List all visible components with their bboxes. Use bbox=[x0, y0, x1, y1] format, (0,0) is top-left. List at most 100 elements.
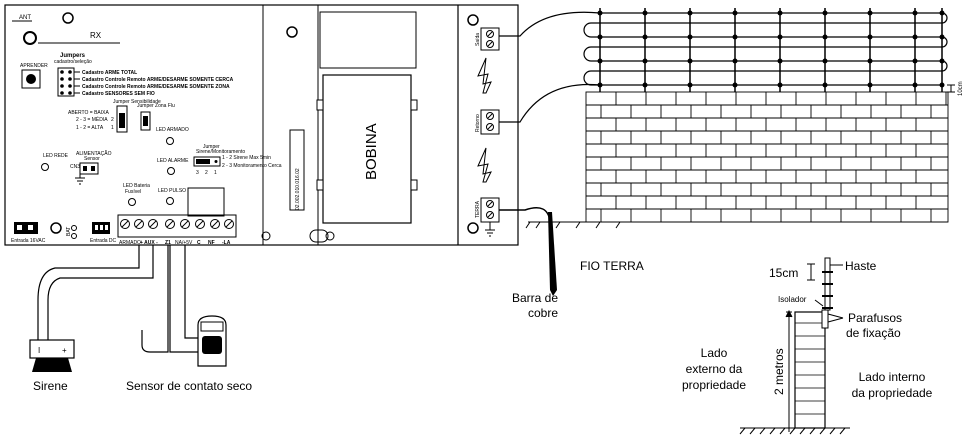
lado-interno-line1: Lado interno bbox=[859, 370, 926, 384]
led-armado-label: LED ARMADO bbox=[156, 127, 189, 133]
ground-symbol-icon bbox=[485, 222, 495, 237]
siren-jumper: Jumper Sirene/Monitoramento 1 - 2 Sirene… bbox=[193, 144, 282, 176]
terra-terminal: TERRA bbox=[475, 197, 500, 237]
copper-rod-icon bbox=[548, 212, 557, 296]
saida-label: Saída bbox=[475, 33, 481, 46]
parafusos-line1: Parafusos bbox=[848, 311, 902, 325]
post-detail: Haste 15cm Isolador Parafusos de fixação… bbox=[682, 257, 933, 435]
power-connector: ALIMENTAÇÃO Sensor CN3 bbox=[70, 150, 112, 185]
lado-externo-line2: externo da bbox=[686, 362, 743, 376]
siren-opt-1: 1 - 2 Sirene Max 5min bbox=[222, 155, 271, 161]
saida-terminal: Saída bbox=[475, 27, 500, 51]
brick-wall bbox=[585, 91, 949, 223]
dimension-10cm: 10cm bbox=[947, 81, 964, 96]
siren-icon bbox=[29, 339, 75, 359]
term-la: -LA bbox=[222, 240, 231, 246]
parafusos-line2: de fixação bbox=[846, 326, 901, 340]
mode-sensores-sem-fio: Cadastro SENSORES SEM FIO bbox=[82, 91, 155, 97]
pin-1: 1 bbox=[214, 170, 217, 176]
term-c: C bbox=[197, 240, 201, 246]
transformer: 02.002.010.016.02 BOBINA bbox=[261, 11, 418, 243]
entrada-16vac-label: Entrada 16VAC bbox=[11, 238, 46, 244]
led-rede-icon bbox=[41, 163, 49, 171]
led-rede-label: LED REDE bbox=[43, 153, 69, 159]
entrada-dc-label: Entrada DC bbox=[90, 238, 117, 244]
control-board bbox=[4, 4, 519, 246]
fusivel-label: Fusível bbox=[125, 189, 141, 195]
dois-metros-label: 2 metros bbox=[772, 348, 786, 395]
sens-level-media: 2 - 3 = MÉDIA bbox=[76, 116, 108, 123]
dim-15cm-label: 15cm bbox=[769, 266, 798, 280]
jumpers-block: Jumpers cadastro/seleção Cadastro ARME T… bbox=[54, 53, 234, 97]
fence-terminals: Saída Retorno TERRA bbox=[467, 14, 500, 237]
sens-level-baixa: ABERTO = BAIXA bbox=[68, 110, 109, 116]
isolador-label: Isolador bbox=[778, 295, 807, 304]
sirene-label: Sirene bbox=[33, 379, 68, 393]
led-bateria-label: LED Bateria bbox=[123, 183, 150, 189]
sensor-small-label: Sensor bbox=[84, 156, 100, 162]
pin-3: 3 bbox=[196, 170, 199, 176]
alimentacao-label: ALIMENTAÇÃO bbox=[76, 150, 112, 157]
cn3-connector-icon bbox=[79, 162, 99, 175]
battery-input: BAT bbox=[50, 222, 77, 239]
siren-jumper-sub: Sirene/Monitoramento bbox=[196, 149, 245, 155]
led-pulso: LED PULSO bbox=[158, 188, 186, 205]
sens-num-1: 1 bbox=[111, 125, 114, 131]
haste-label: Haste bbox=[845, 259, 877, 273]
sens-jumper-label: Jumper Sensibilidade bbox=[113, 99, 161, 105]
mount-hole-icon bbox=[261, 231, 271, 241]
transformer-housing bbox=[262, 4, 459, 246]
term-aux: + AUX - bbox=[140, 240, 158, 246]
dim-10cm-label: 10cm bbox=[958, 81, 964, 96]
led-pulso-label: LED PULSO bbox=[158, 188, 186, 194]
fio-terra-label: FIO TERRA bbox=[580, 259, 644, 273]
antenna-area: ANT RX bbox=[12, 12, 120, 45]
dc-input: Entrada DC bbox=[90, 222, 117, 244]
mount-hole-icon bbox=[62, 12, 74, 24]
mode-somente-cerca: Cadastro Controle Remoto ARME/DESARME SO… bbox=[82, 77, 234, 83]
fuse-icon bbox=[128, 198, 136, 206]
lightning-icon bbox=[477, 147, 492, 183]
jumpers-title: Jumpers bbox=[60, 53, 86, 59]
cn3-label: CN3 bbox=[70, 164, 80, 170]
led-alarme-icon bbox=[167, 167, 175, 175]
term-nf: NF bbox=[208, 240, 215, 246]
term-armado: ARMADO bbox=[119, 240, 141, 246]
board-outline bbox=[4, 4, 519, 246]
term-z1: Z1 bbox=[165, 240, 171, 246]
rx-label: RX bbox=[90, 31, 102, 40]
lado-interno-line2: da propriedade bbox=[852, 386, 933, 400]
sens-level-alta: 1 - 2 = ALTA bbox=[76, 125, 104, 131]
led-pulso-icon bbox=[166, 197, 174, 205]
mount-hole-icon bbox=[467, 14, 479, 26]
siren-opt-2: 2 - 3 Monitoramento Cerca bbox=[222, 163, 282, 169]
term-na: NA/+5V bbox=[175, 240, 193, 246]
led-rede: LED REDE bbox=[41, 153, 69, 171]
learn-button-icon bbox=[21, 69, 41, 89]
led-bateria: LED Bateria Fusível bbox=[123, 183, 150, 206]
siren-term-plus: + bbox=[62, 346, 67, 355]
bat-label: BAT bbox=[66, 227, 72, 236]
ant-label: ANT bbox=[19, 15, 31, 21]
fence-wires bbox=[499, 8, 948, 123]
ground-symbol-icon bbox=[75, 172, 85, 185]
led-alarme: LED ALARME bbox=[157, 158, 189, 175]
mount-hole-icon bbox=[286, 26, 298, 38]
sensor-contato-label: Sensor de contato seco bbox=[126, 379, 252, 393]
sens-num-2: 2 bbox=[111, 117, 114, 123]
antenna-connector-icon bbox=[23, 31, 37, 45]
bobina-label: BOBINA bbox=[363, 123, 380, 180]
battery-terminal-icon bbox=[50, 222, 62, 234]
terminal-block: ARMADO + AUX - Z1 NA/+5V C NF -LA bbox=[117, 214, 237, 246]
learn-button-area: APRENDER bbox=[20, 63, 48, 89]
serial-number: 02.002.010.016.02 bbox=[295, 168, 301, 210]
barra-cobre-line1: Barra de bbox=[512, 291, 558, 305]
lado-externo-line3: propriedade bbox=[682, 378, 746, 392]
learn-label: APRENDER bbox=[20, 63, 48, 69]
mode-somente-zona: Cadastro Controle Remoto ARME/DESARME SO… bbox=[82, 84, 230, 90]
relay-block bbox=[187, 187, 225, 217]
siren: I + Sirene bbox=[29, 339, 75, 393]
siren-term-minus: I bbox=[38, 346, 40, 355]
mount-hole-icon bbox=[325, 231, 335, 241]
